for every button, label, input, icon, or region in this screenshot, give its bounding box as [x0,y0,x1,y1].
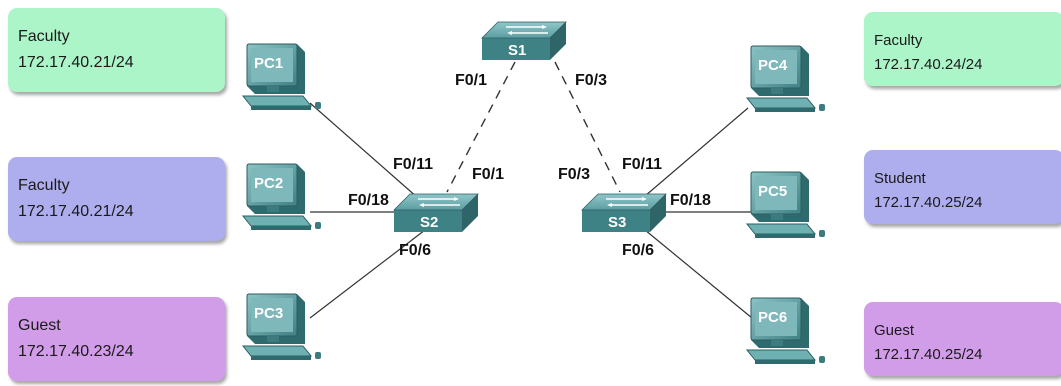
port-label-s3-to-pc5: F0/18 [670,192,711,209]
host-ip: 172.17.40.25/24 [874,346,983,363]
computer-icon [746,297,826,365]
pc-label: PC6 [758,309,787,326]
pc-pc4: PC4 [746,45,826,113]
computer-icon [746,45,826,113]
switch-label: S1 [508,42,526,59]
port-label-s3-to-s1: F0/3 [558,166,591,183]
switch-label: S2 [420,214,438,231]
host-role: Faculty [874,32,923,49]
port-label-s2-to-pc3: F0/6 [399,242,432,259]
pc-pc5: PC5 [746,171,826,239]
host-ip: 172.17.40.25/24 [874,194,983,211]
pc-label: PC2 [254,175,283,192]
host-role: Student [874,170,926,187]
switch-s3: S3 [581,193,667,233]
port-label-s1-to-s3: F0/3 [575,72,608,89]
pc-label: PC1 [254,55,283,72]
host-info-pc2: Faculty 172.17.40.21/24 [8,157,225,241]
links [309,61,760,319]
port-label-s2-to-pc2: F0/18 [348,192,389,209]
link-s2-pc1 [309,102,419,199]
computer-icon [242,293,322,361]
link-s3-pc4 [644,107,749,197]
host-info-pc1: Faculty 172.17.40.21/24 [8,8,225,92]
computer-icon [242,43,322,111]
host-ip: 172.17.40.23/24 [18,343,134,360]
host-role: Guest [874,322,915,339]
host-info-pc6: Guest 172.17.40.25/24 [864,302,1061,376]
port-label-s1-to-s2: F0/1 [455,72,488,89]
pc-pc1: PC1 [242,43,322,111]
pc-pc6: PC6 [746,297,826,365]
switch-s2: S2 [393,193,479,233]
port-label-s2-to-s1: F0/1 [472,166,505,183]
pc-label: PC3 [254,305,283,322]
host-info-pc5: Student 172.17.40.25/24 [864,150,1061,224]
pc-pc2: PC2 [242,163,322,231]
host-info-pc3: Guest 172.17.40.23/24 [8,297,225,381]
link-s2-pc3 [309,229,426,319]
port-label-s3-to-pc6: F0/6 [622,242,655,259]
pc-label: PC5 [758,183,787,200]
host-role: Faculty [18,177,70,194]
host-info-pc4: Faculty 172.17.40.24/24 [864,12,1061,86]
link-s1-s2 [446,61,516,193]
link-s3-pc6 [644,229,753,319]
computer-icon [746,171,826,239]
switch-s1: S1 [481,21,567,61]
host-role: Faculty [18,28,70,45]
pc-pc3: PC3 [242,293,322,361]
host-role: Guest [18,317,61,334]
host-ip: 172.17.40.24/24 [874,56,983,73]
computer-icon [242,163,322,231]
switch-label: S3 [608,214,626,231]
host-ip: 172.17.40.21/24 [18,203,134,220]
pc-label: PC4 [758,57,788,74]
link-s1-s3 [554,61,621,193]
host-ip: 172.17.40.21/24 [18,54,134,71]
port-label-s3-to-pc4: F0/11 [622,156,663,173]
port-label-s2-to-pc1: F0/11 [393,156,434,173]
